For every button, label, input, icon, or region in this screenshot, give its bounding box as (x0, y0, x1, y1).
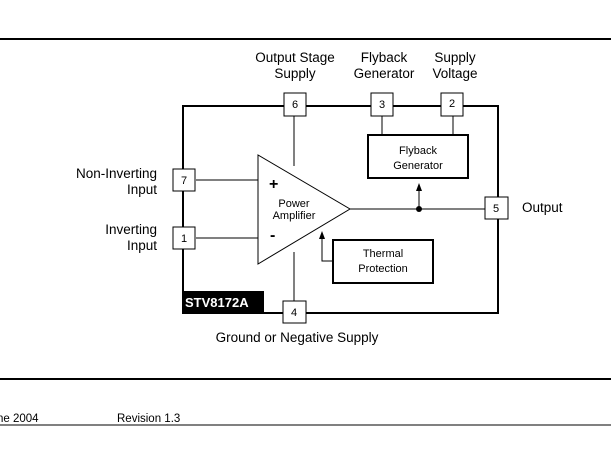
pin-1: 1 (172, 226, 196, 250)
pin-number: 2 (449, 98, 455, 110)
pin3-label-line2: Generator (354, 66, 415, 81)
pin-number: 3 (379, 99, 385, 111)
footer-revision: Revision 1.3 (117, 413, 180, 425)
chip-name-badge (182, 291, 264, 314)
pin-5: 5 (484, 196, 509, 220)
pin-number: 6 (292, 99, 298, 111)
pin-7: 7 (172, 168, 196, 192)
chip-name: STV8172A (185, 295, 249, 310)
pin2-label-line1: Supply (434, 50, 476, 65)
pin-number: 4 (291, 307, 297, 319)
pin-6: 6 (283, 92, 307, 117)
pin7-label-line2: Input (127, 182, 157, 197)
flyback-generator-block (367, 134, 469, 179)
pin6-label-line2: Supply (274, 66, 316, 81)
pin-number: 1 (181, 233, 187, 245)
pin1-label-line1: Inverting (105, 222, 157, 237)
pin-number: 7 (181, 175, 187, 187)
pin5-label: Output (522, 200, 563, 215)
pin4-label: Ground or Negative Supply (216, 330, 379, 345)
pin-2: 2 (440, 92, 464, 117)
pin3-label-line1: Flyback (361, 50, 408, 65)
power-amplifier-symbol (257, 154, 351, 265)
plus-sign: + (269, 176, 278, 193)
pin-4: 4 (282, 300, 307, 324)
minus-sign: - (270, 227, 275, 244)
pin-3: 3 (370, 92, 394, 117)
amplifier-label-line1: Power (278, 198, 310, 210)
pin-number: 5 (493, 203, 499, 215)
pin1-label-line2: Input (127, 238, 157, 253)
flyback-label-line1: Flyback (399, 145, 437, 157)
footer-date: ne 2004 (0, 413, 39, 425)
wire-thermal-amp (321, 238, 333, 262)
thermal-label-line2: Protection (358, 263, 408, 275)
arrow-up-icon (416, 183, 422, 191)
pin2-label-line2: Voltage (432, 66, 477, 81)
thermal-protection-block (332, 239, 434, 284)
thermal-label-line1: Thermal (363, 248, 403, 260)
arrow-up-icon (319, 231, 325, 239)
flyback-label-line2: Generator (393, 160, 443, 172)
pin6-label-line1: Output Stage (255, 50, 335, 65)
pin7-label-line1: Non-Inverting (76, 166, 157, 181)
amplifier-label-line2: Amplifier (273, 210, 316, 222)
